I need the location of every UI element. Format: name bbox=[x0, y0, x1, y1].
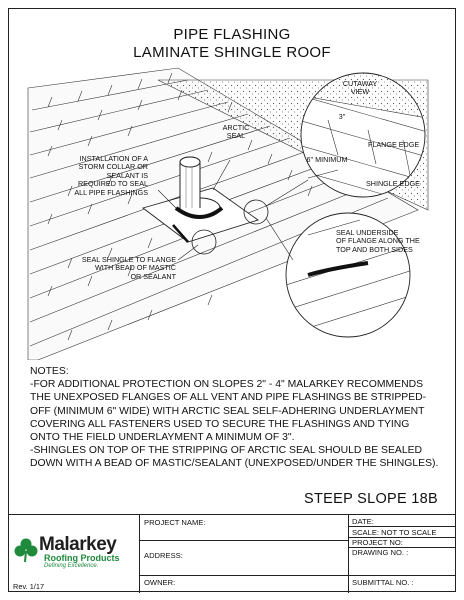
label-seal-shingle-to-flange: SEAL SHINGLE TO FLANGE WITH BEAD OF MAST… bbox=[81, 255, 176, 281]
label-cutaway-view: CUTAWAY VIEW bbox=[342, 79, 378, 97]
submittal-no-label: SUBMITTAL NO. : bbox=[352, 578, 414, 587]
notes-heading: NOTES: bbox=[30, 366, 69, 377]
note-2: -SHINGLES ON TOP OF THE STRIPPING OF ARC… bbox=[30, 445, 439, 470]
pipe-flashing-drawing bbox=[27, 67, 429, 360]
label-three-inch: 3" bbox=[338, 112, 346, 121]
title-block-divider bbox=[348, 515, 349, 593]
date-label: DATE: bbox=[352, 517, 374, 526]
detail-id: STEEP SLOPE 18B bbox=[304, 491, 438, 507]
title-block-divider bbox=[139, 575, 348, 576]
drawing-frame bbox=[8, 8, 456, 592]
title-block-divider bbox=[139, 540, 348, 541]
title-block-divider bbox=[348, 526, 456, 527]
project-name-label: PROJECT NAME: bbox=[144, 518, 206, 527]
shamrock-icon bbox=[14, 538, 38, 563]
label-arctic-seal: ARCTIC SEAL bbox=[222, 123, 250, 141]
label-shingle-edge: SHINGLE EDGE bbox=[366, 179, 420, 188]
title-block: Malarkey Roofing Products Defining Excel… bbox=[8, 514, 456, 593]
label-flange-edge: FLANGE EDGE bbox=[368, 140, 420, 149]
title-block-divider bbox=[348, 537, 456, 538]
drawing-subtitle: LAMINATE SHINGLE ROOF bbox=[133, 44, 331, 61]
company-logo: Malarkey Roofing Products Defining Excel… bbox=[14, 533, 136, 573]
title-block-divider bbox=[348, 547, 456, 548]
title-block-divider bbox=[348, 575, 456, 576]
logo-name: Malarkey bbox=[39, 534, 117, 555]
logo-subtitle: Roofing Products bbox=[44, 553, 120, 563]
title-block-divider bbox=[139, 515, 140, 593]
drawing-no-label: DRAWING NO. : bbox=[352, 548, 409, 557]
label-installation-storm-collar: INSTALLATION OF A STORM COLLAR OR SEALAN… bbox=[74, 154, 148, 197]
logo-tagline: Defining Excellence. bbox=[44, 563, 99, 569]
project-no-label: PROJECT NO: bbox=[352, 538, 403, 547]
address-label: ADDRESS: bbox=[144, 551, 183, 560]
drawing-title: PIPE FLASHING bbox=[173, 26, 291, 43]
owner-label: OWNER: bbox=[144, 578, 176, 587]
note-1: -FOR ADDITIONAL PROTECTION ON SLOPES 2" … bbox=[30, 379, 428, 444]
scale-label: SCALE: NOT TO SCALE bbox=[352, 528, 437, 537]
pipe-flashing bbox=[142, 156, 259, 243]
notes-section: NOTES: -FOR ADDITIONAL PROTECTION ON SLO… bbox=[30, 365, 440, 471]
label-seal-underside: SEAL UNDERSIDE OF FLANGE ALONG THE TOP A… bbox=[336, 228, 420, 254]
revision-label: Rev. 1/17 bbox=[13, 582, 45, 591]
label-six-inch-minimum: 6" MINIMUM bbox=[306, 155, 348, 164]
